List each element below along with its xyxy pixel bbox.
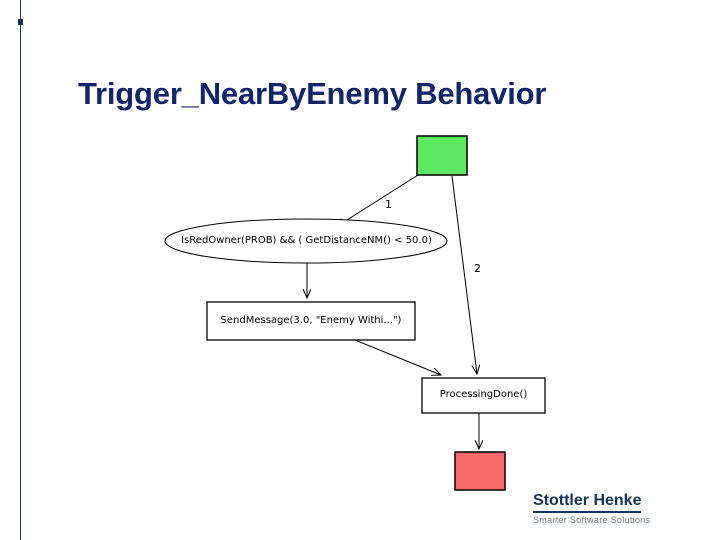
- logo-company-name: Stottler Henke: [533, 492, 642, 513]
- logo-tagline: Smarter Software Solutions: [533, 515, 651, 525]
- left-accent-rule: [20, 0, 21, 540]
- left-accent-bullet-icon: [18, 19, 23, 25]
- company-logo: Stottler Henke Smarter Software Solution…: [533, 492, 683, 526]
- node-end-block[interactable]: [454, 451, 506, 491]
- node-processing-done-box[interactable]: [421, 377, 546, 414]
- edge-send-message-to-processing-done: [354, 339, 441, 375]
- edge-start-to-processing-done: [451, 175, 477, 374]
- node-send-message-box[interactable]: [206, 301, 416, 341]
- edge-label-1: 1: [385, 198, 392, 211]
- node-condition-ellipse[interactable]: [164, 218, 448, 264]
- node-condition-label: IsRedOwner(PROB) && ( GetDistanceNM() < …: [181, 235, 432, 246]
- edge-label-2: 2: [474, 262, 481, 275]
- node-processing-done-label: ProcessingDone(): [439, 389, 528, 400]
- page-title: Trigger_NearByEnemy Behavior: [78, 76, 547, 111]
- node-send-message-label: SendMessage(3.0, "Enemy Withi..."): [220, 315, 402, 326]
- edge-start-to-condition: [336, 174, 419, 227]
- node-start-block[interactable]: [416, 135, 468, 176]
